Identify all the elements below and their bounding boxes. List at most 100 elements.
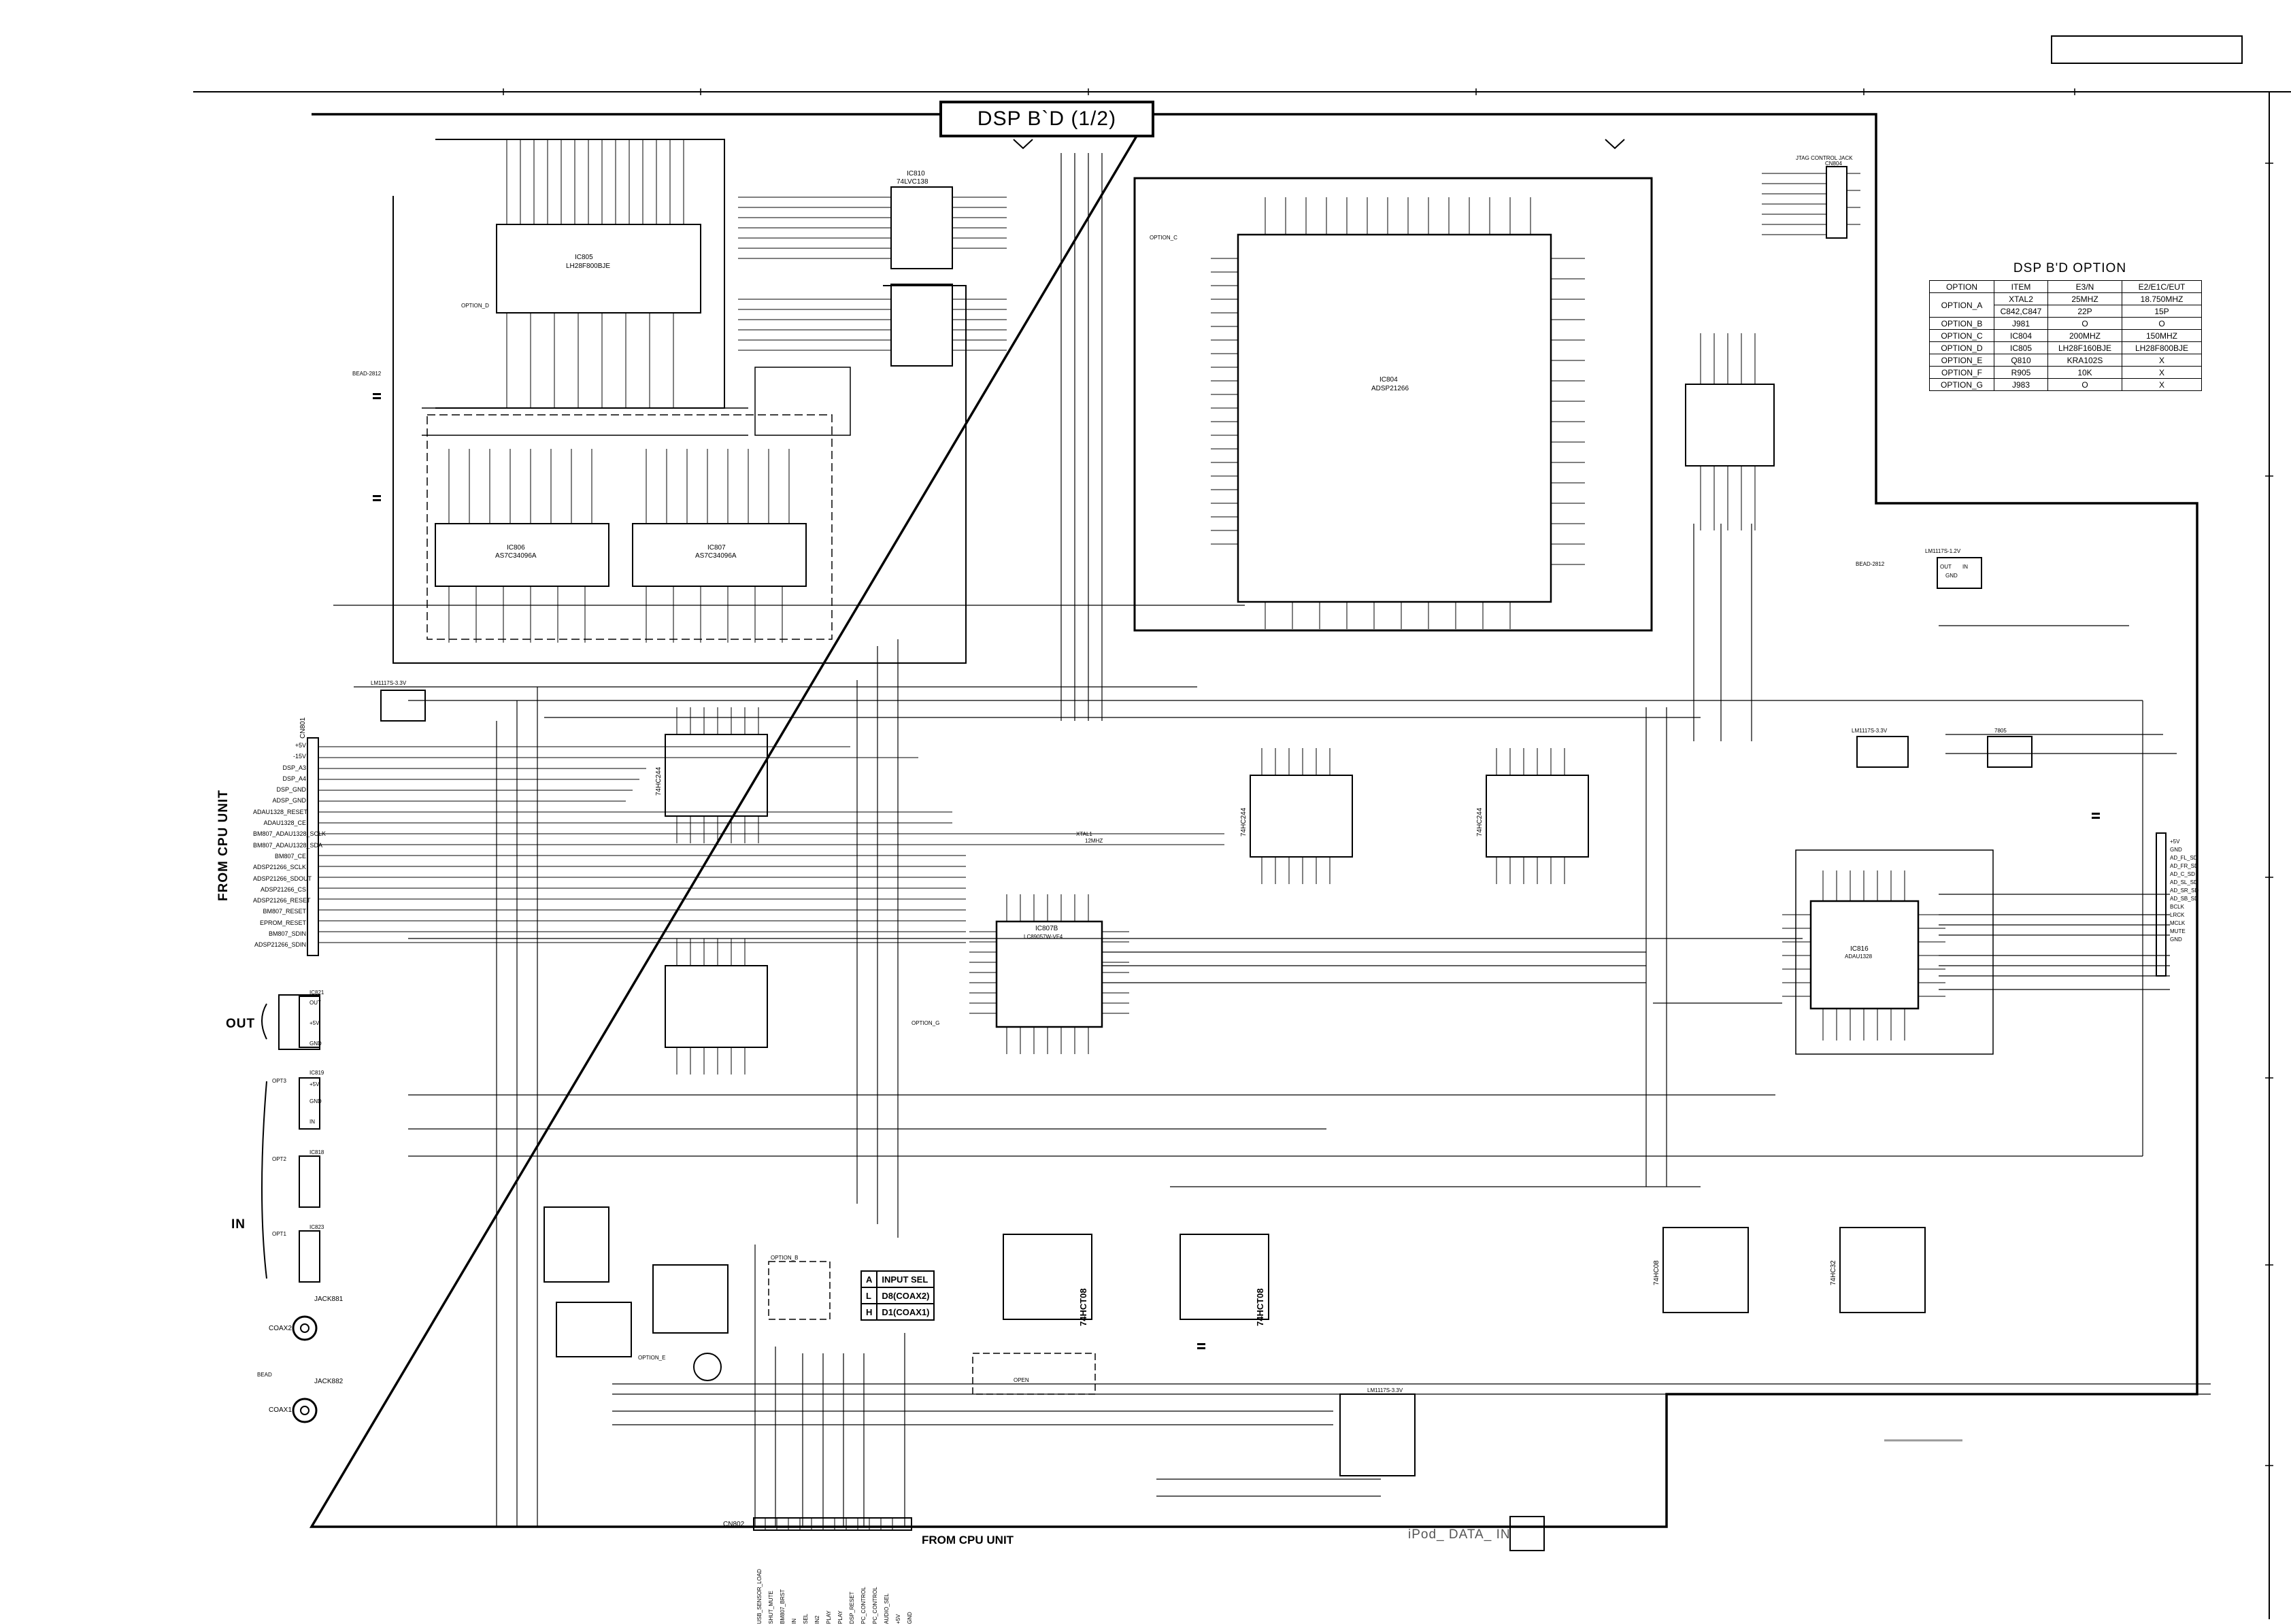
- option-b-label: OPTION_B: [771, 1255, 799, 1261]
- out-label: OUT: [226, 1017, 256, 1031]
- pin-label: ADSP21266_CS: [260, 885, 306, 893]
- table-cell: LH28F160BJE: [2047, 341, 2122, 354]
- jack881-label: JACK881: [314, 1296, 344, 1303]
- ic820-part: LM1117S-3.3V: [371, 680, 407, 686]
- table-cell: OPTION_E: [1929, 354, 1994, 367]
- pin-label: EPROM_RESET: [259, 919, 306, 926]
- ic810-part: 74LVC138: [897, 178, 929, 186]
- pin-label: +5V: [2170, 839, 2180, 845]
- table-cell: O: [2047, 378, 2122, 391]
- out-module-5v: +5V: [310, 1020, 320, 1026]
- table-row: OPTION_F R905 10K X: [1929, 366, 2202, 379]
- pin-label: PC_CONTROL: [860, 1587, 867, 1624]
- ic807-part: AS7C34096A: [695, 552, 737, 560]
- pin-label: BM807_CE: [274, 852, 306, 860]
- option-d-label: OPTION_D: [461, 303, 489, 309]
- pin-label: ADSP21266_RESET: [253, 897, 311, 904]
- table-cell: 150MHZ: [2122, 329, 2202, 342]
- pin-label: BM807_BRST: [780, 1589, 786, 1624]
- in-module-5v: +5V: [310, 1081, 320, 1087]
- table-cell: C842,C847: [1994, 305, 2048, 318]
- pin-label: BM807_ADAU1328_SDA: [253, 841, 323, 849]
- pin-label: AD_FR_SD: [2170, 863, 2198, 869]
- cn801-pin-list: +5V -15V DSP_A3 DSP_A4 DSP_GND ADSP_GND …: [253, 740, 326, 951]
- ic805-ref: IC805: [575, 254, 593, 261]
- table-cell: R905: [1994, 366, 2048, 379]
- pin-label: LRCK: [2170, 912, 2185, 918]
- table-row: OPTION_G J983 O X: [1929, 378, 2202, 391]
- out-module-out: OUT: [310, 1000, 321, 1006]
- option-c-label: OPTION_C: [1150, 235, 1177, 241]
- table-cell: X: [2122, 378, 2202, 391]
- item-col: ITEM: [1994, 280, 2048, 293]
- ic810-ref: IC810: [907, 170, 925, 177]
- bead-label: BEAD: [257, 1372, 272, 1378]
- ic831-part: LM1117S-3.3V: [1852, 728, 1888, 734]
- table-cell: OPTION_F: [1929, 366, 1994, 379]
- cn804-label: CN804: [1825, 160, 1842, 167]
- pin-label: +5V: [295, 742, 306, 749]
- table-cell: XTAL2: [1994, 292, 2048, 305]
- ic805-part: LH28F800BJE: [566, 263, 611, 270]
- table-cell: 15P: [2122, 305, 2202, 318]
- jtag-label: JTAG CONTROL JACK: [1796, 155, 1853, 161]
- ic807b-ref: IC807B: [1035, 925, 1058, 932]
- table-cell: IC805: [1994, 341, 2048, 354]
- ic806-part: AS7C34096A: [495, 552, 537, 560]
- reg-out: OUT: [1940, 564, 1952, 570]
- option-g-label: OPTION_G: [912, 1020, 940, 1026]
- table-cell: OPTION_G: [1929, 378, 1994, 391]
- ic818-label: IC818: [310, 1149, 324, 1155]
- table-cell: LH28F800BJE: [2122, 341, 2202, 354]
- coax2-label: COAX2: [269, 1325, 292, 1332]
- table-cell: OPTION_B: [1929, 317, 1994, 330]
- pin-label: BM807_SDIN: [268, 930, 306, 938]
- table-cell: A: [860, 1270, 878, 1288]
- table-cell: OPTION_D: [1929, 341, 1994, 354]
- pin-label: AD_SL_SD: [2170, 879, 2198, 885]
- reg-gnd: GND: [1945, 573, 1958, 579]
- pin-label: MUTE: [2170, 928, 2186, 934]
- ic804-ref: IC804: [1379, 376, 1398, 384]
- ic824-part: LM1117S-1.2V: [1925, 548, 1961, 554]
- in-label: IN: [231, 1217, 246, 1232]
- pin-label: AD_FL_SD: [2170, 855, 2198, 861]
- pin-label: DSP_A4: [282, 775, 306, 782]
- cn801-label: CN801: [299, 717, 307, 739]
- pin-label: GND: [2170, 847, 2182, 853]
- page-title: DSP B`D (1/2): [939, 101, 1154, 137]
- opt1-label: OPT1: [272, 1231, 286, 1237]
- pin-label: -15V: [292, 753, 306, 760]
- cn802-label: CN802: [723, 1521, 745, 1528]
- coax1-label: COAX1: [269, 1406, 292, 1414]
- table-cell: H: [860, 1303, 878, 1321]
- table-cell: L: [860, 1287, 878, 1304]
- ic808-label: 74HC244: [655, 766, 663, 796]
- table-cell: 22P: [2047, 305, 2122, 318]
- pin-label: GND: [2170, 936, 2182, 943]
- ic813-label: 74HC32: [1830, 1260, 1837, 1285]
- table-cell: KRA102S: [2047, 354, 2122, 367]
- ic823-label: IC823: [310, 1224, 324, 1230]
- bead-2812-right: BEAD-2812: [1856, 561, 1885, 567]
- pin-label: AUDIO_SEL: [884, 1593, 890, 1624]
- ic807b-part: LC89057W-VF4: [1024, 934, 1063, 940]
- bead-2812-left: BEAD-2812: [352, 371, 382, 377]
- table-row: OPTION_E Q810 KRA102S X: [1929, 354, 2202, 367]
- pin-label: GND: [907, 1612, 913, 1624]
- pin-label: PLAY: [826, 1610, 832, 1624]
- table-cell: IC804: [1994, 329, 2048, 342]
- ic816-ref: IC816: [1850, 945, 1869, 953]
- ic811-label: 74HC244: [1476, 807, 1484, 836]
- pin-label: PC_CONTROL: [872, 1587, 878, 1624]
- option-col: OPTION: [1929, 280, 1994, 293]
- open-label: OPEN: [1014, 1377, 1029, 1383]
- xtal-freq: 12MHZ: [1085, 838, 1103, 844]
- in-module-in: IN: [310, 1119, 315, 1125]
- pin-label: AD_SR_SD: [2170, 887, 2199, 894]
- ipod-data-in-label: iPod_ DATA_ IN: [1408, 1527, 1511, 1542]
- pin-label: DSP_A3: [282, 764, 306, 771]
